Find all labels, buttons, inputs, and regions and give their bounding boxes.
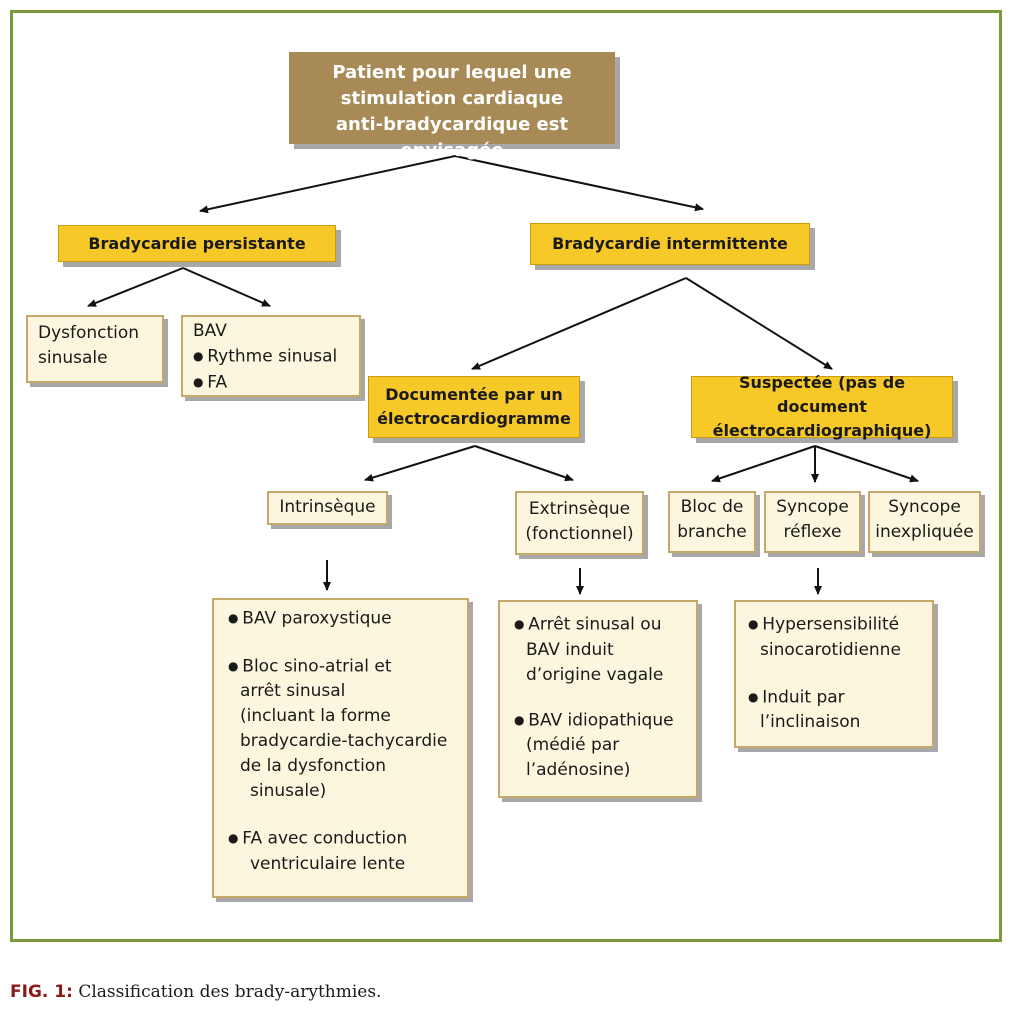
inexpliquee-line-1: Syncope	[888, 497, 961, 517]
node-intrinseque: Intrinsèque	[267, 491, 388, 525]
node-documentee: Documentée par un électrocardiogramme	[368, 376, 580, 438]
documentee-line-2: électrocardiogramme	[377, 409, 571, 428]
root-line-3: anti-bradycardique est envisagée	[335, 114, 569, 161]
extrinsic-detail-2-line-3: l’adénosine)	[526, 760, 631, 780]
extrinseque-line-1: Extrinsèque	[528, 499, 631, 519]
intrinsic-detail-3-line-2: ventriculaire lente	[250, 853, 406, 874]
node-intrinseque-details: BAV paroxystique Bloc sino-atrial et arr…	[212, 598, 469, 898]
reflex-detail-1-line-2: sinocarotidienne	[760, 639, 901, 660]
intrinsic-detail-2-line-2: arrêt sinusal	[240, 681, 346, 701]
arrow-documented-extrinsic	[474, 445, 574, 482]
documentee-line-1: Documentée par un	[385, 385, 563, 404]
reflex-detail-2-line-2: l’inclinaison	[760, 712, 861, 732]
intrinseque-label: Intrinsèque	[279, 497, 376, 517]
bloc-line-1: Bloc de	[680, 497, 744, 517]
reflex-detail-1: Hypersensibilité	[748, 612, 924, 638]
node-bav: BAV Rythme sinusal FA	[181, 315, 361, 397]
bav-item-fa: FA	[193, 370, 349, 396]
node-bloc-de-branche: Bloc de branche	[668, 491, 756, 553]
arrow-suspected-unexplained	[814, 445, 919, 483]
root-node: Patient pour lequel une stimulation card…	[289, 52, 615, 161]
arrow-persistent-dysfonction	[87, 267, 184, 307]
bav-title: BAV	[193, 321, 227, 341]
node-extrinseque-details: Arrêt sinusal ou BAV induit d’origine va…	[498, 600, 698, 798]
extrinsic-detail-2-line-2: (médié par	[526, 735, 620, 755]
node-bradycardie-persistante: Bradycardie persistante	[58, 225, 336, 262]
arrow-intermittent-documented	[471, 277, 687, 370]
arrow-root-intermittent	[454, 155, 704, 212]
arrow-root-persistent	[199, 155, 456, 214]
dysfonction-line-2: sinusale	[38, 348, 108, 368]
node-bradycardie-intermittente: Bradycardie intermittente	[530, 223, 810, 265]
intrinsic-detail-2-line-5: de la dysfonction	[240, 756, 386, 776]
arrow-intermittent-suspected	[685, 277, 833, 370]
bloc-line-2: branche	[677, 522, 747, 542]
intrinsic-detail-2: Bloc sino-atrial et	[228, 654, 457, 680]
extrinsic-detail-1-line-2: BAV induit	[526, 639, 614, 660]
dysfonction-line-1: Dysfonction	[38, 323, 140, 343]
figure-label: FIG. 1:	[10, 982, 73, 1002]
intrinsic-detail-3: FA avec conduction	[228, 826, 457, 852]
arrow-suspected-bloc	[711, 445, 816, 483]
intrinsic-detail-2-line-4: bradycardie-tachycardie	[240, 731, 448, 751]
figure-caption: FIG. 1: Classification des brady-arythmi…	[10, 982, 381, 1002]
node-syncope-reflexe: Syncope réflexe	[764, 491, 861, 553]
intrinsic-detail-2-line-3: (incluant la forme	[240, 706, 391, 726]
figure-caption-text: Classification des brady-arythmies.	[78, 982, 382, 1002]
arrow-persistent-bav	[182, 267, 271, 307]
extrinseque-line-2: (fonctionnel)	[525, 524, 634, 544]
extrinsic-detail-2: BAV idiopathique	[514, 708, 688, 734]
node-syncope-reflexe-details: Hypersensibilité sinocarotidienne Induit…	[734, 600, 934, 748]
extrinsic-detail-1: Arrêt sinusal ou	[514, 612, 688, 638]
extrinsic-detail-1-line-3: d’origine vagale	[526, 664, 664, 685]
root-line-1: Patient pour lequel une	[332, 62, 572, 83]
bav-item-rythme: Rythme sinusal	[193, 344, 349, 370]
reflexe-line-1: Syncope	[776, 497, 849, 517]
reflex-detail-2: Induit par	[748, 685, 924, 711]
node-suspectee: Suspectée (pas de document électrocardio…	[691, 373, 953, 440]
intrinsic-detail-2-line-6: sinusale)	[250, 781, 327, 801]
reflexe-line-2: réflexe	[783, 522, 842, 542]
node-dysfonction-sinusale: Dysfonction sinusale	[26, 315, 164, 383]
node-bradycardie-persistante-label: Bradycardie persistante	[88, 233, 306, 253]
intrinsic-detail-1: BAV paroxystique	[228, 606, 457, 632]
suspectee-line-2: électrocardiographique)	[712, 421, 932, 440]
root-line-2: stimulation cardiaque	[340, 88, 564, 109]
arrow-documented-intrinsic	[364, 445, 476, 482]
node-bradycardie-intermittente-label: Bradycardie intermittente	[552, 234, 788, 253]
node-extrinseque: Extrinsèque (fonctionnel)	[515, 491, 644, 555]
node-syncope-inexpliquee: Syncope inexpliquée	[868, 491, 981, 553]
inexpliquee-line-2: inexpliquée	[875, 522, 974, 542]
suspectee-line-1: Suspectée (pas de document	[738, 373, 906, 416]
diagram-frame	[10, 10, 1002, 942]
